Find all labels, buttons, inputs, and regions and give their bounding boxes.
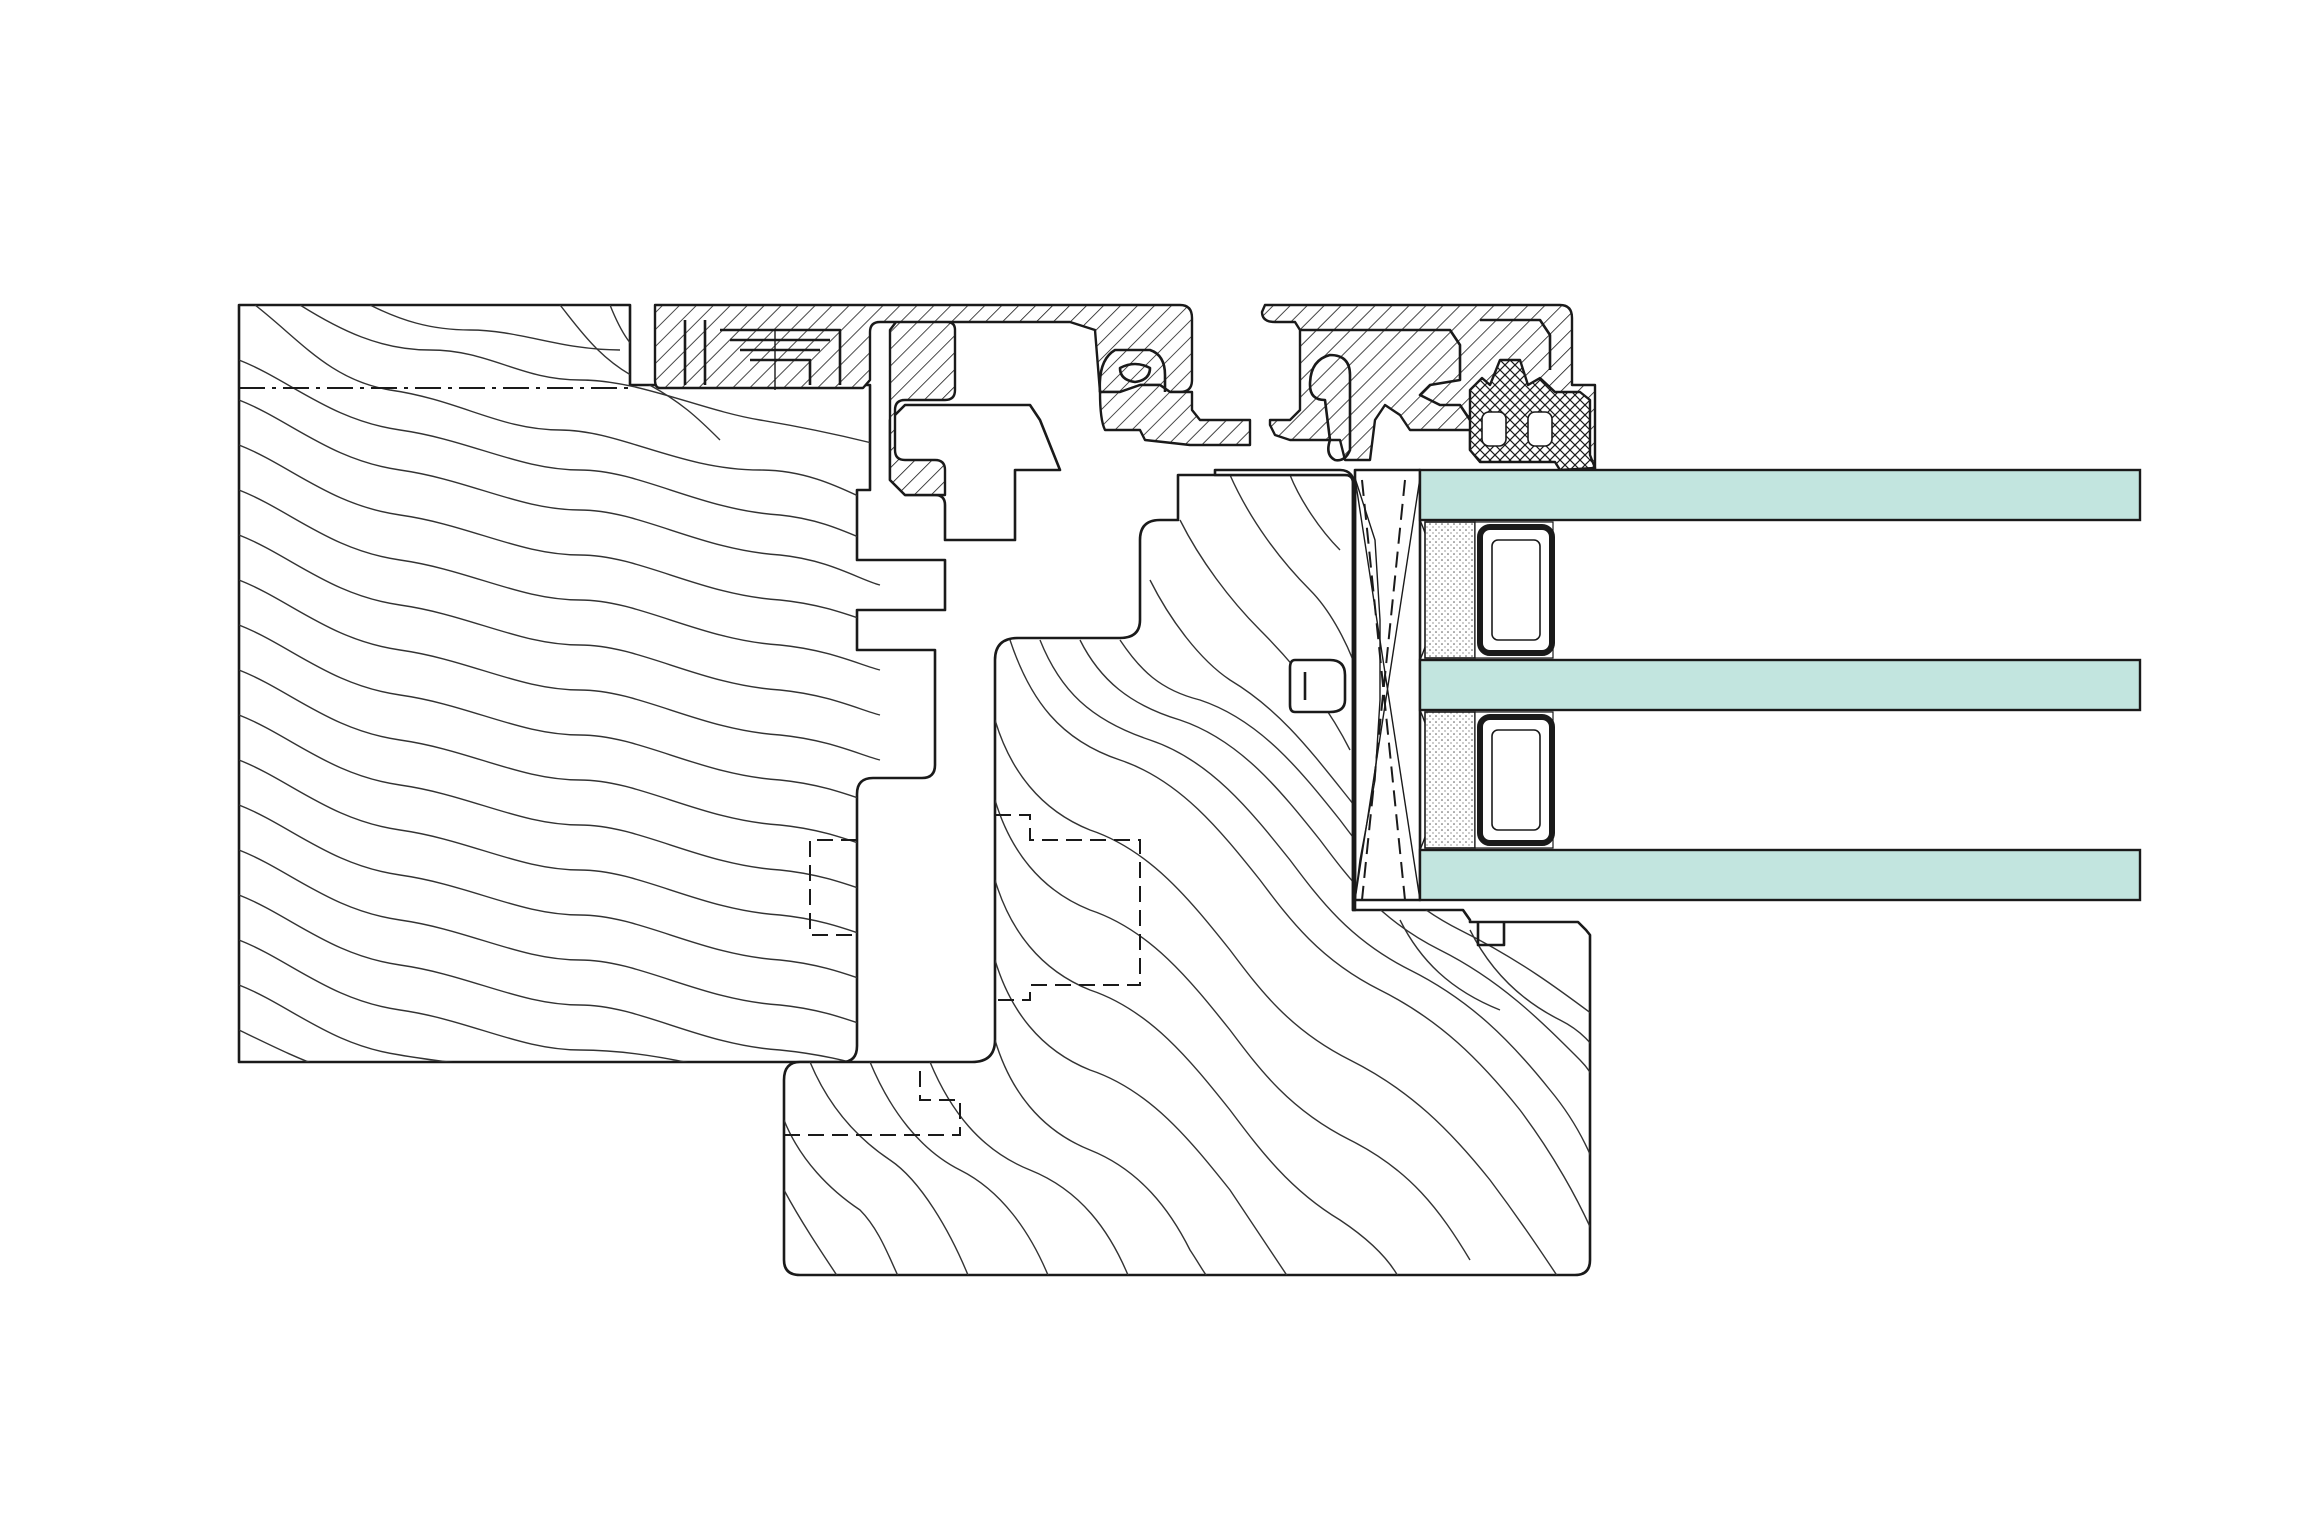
hidden-lines [784, 814, 1141, 1136]
secondary-seal [1424, 711, 1476, 849]
secondary-seal [1424, 521, 1476, 659]
wood-glazing-bead [1213, 468, 1421, 912]
aluminium-cover-profile-left [653, 303, 1252, 497]
wood-frame-outer [237, 303, 947, 1064]
epdm-gasket [1468, 358, 1597, 472]
insulated-glass-unit [1353, 468, 2142, 902]
left-profile-chambers [683, 320, 842, 385]
bead-diagonal-lines [1361, 479, 1406, 901]
hardware-groove [1476, 922, 1506, 947]
clip-gasket [1118, 362, 1152, 384]
hidden-fitting-sash [995, 814, 1141, 1001]
glass-pane [1418, 848, 2142, 902]
glazing-tape-curve [1354, 477, 1381, 901]
drip-clip [1308, 353, 1352, 462]
wood-grain-frame [239, 305, 881, 1062]
glass-pane [1418, 658, 2142, 712]
right-profile-chamber [1300, 328, 1472, 421]
clip-channel [1098, 348, 1167, 393]
setting-block [1288, 658, 1347, 714]
gasket-channel [1480, 318, 1552, 370]
glazing-cross [1354, 477, 1421, 901]
glass-pane [1418, 468, 2142, 522]
